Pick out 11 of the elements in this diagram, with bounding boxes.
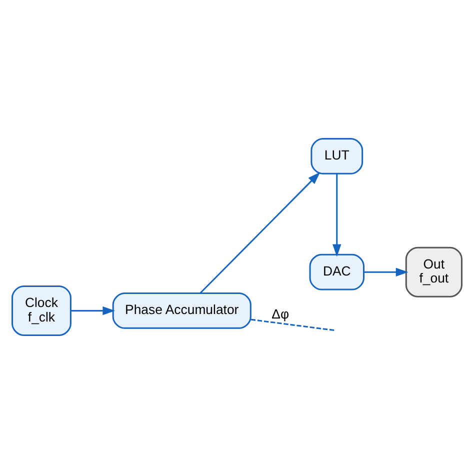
node-box: Phase Accumulator: [112, 292, 252, 329]
node-box: LUT: [310, 138, 364, 174]
arrow: [70, 306, 116, 316]
arrow: [200, 172, 320, 294]
arrow: [364, 268, 408, 276]
node-box: Clock f_clk: [12, 285, 72, 336]
node-box: DAC: [309, 254, 364, 290]
connector: [250, 318, 336, 332]
arrow: [332, 174, 342, 257]
edge-label: Δφ: [272, 306, 290, 322]
node-box: Out f_out: [405, 246, 462, 298]
